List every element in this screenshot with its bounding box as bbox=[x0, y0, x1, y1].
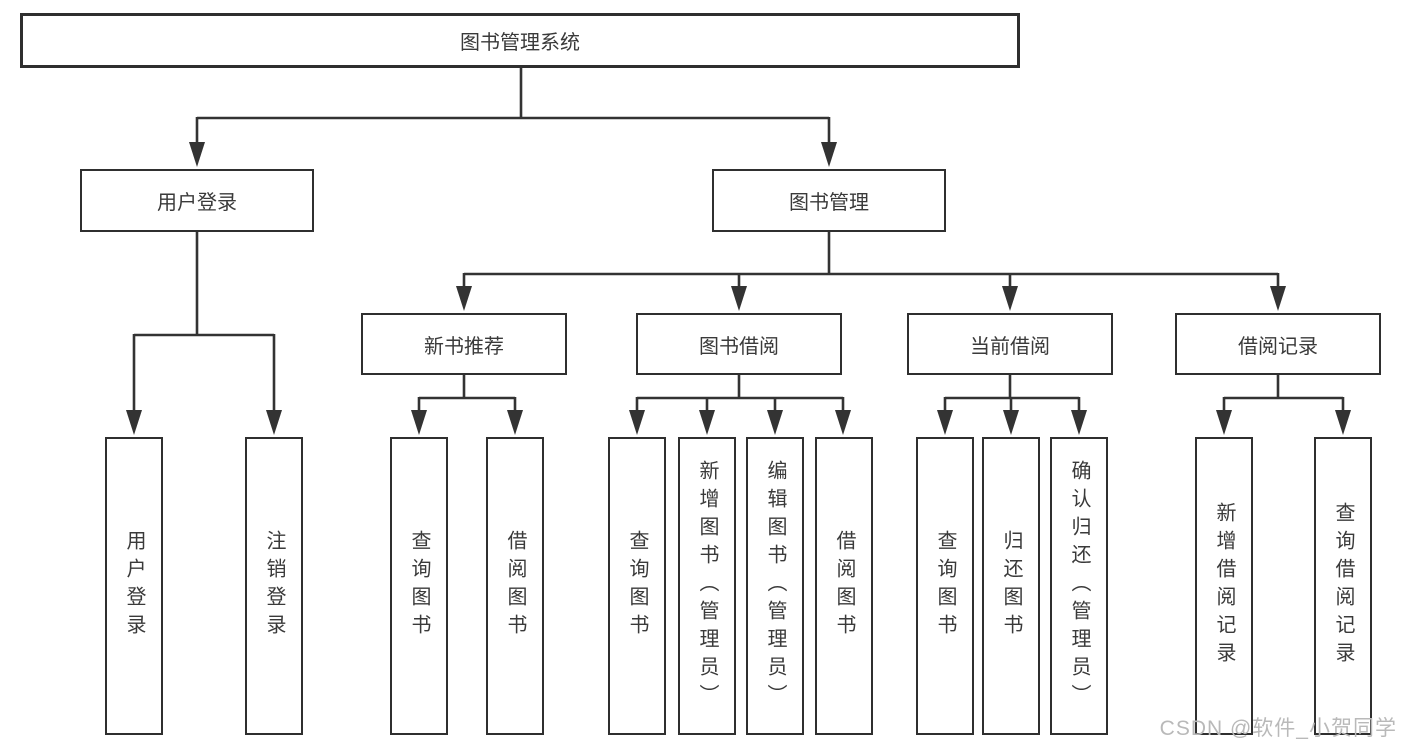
leaf-add-book-admin: 新增图书（管理员） bbox=[678, 437, 736, 735]
leaf-query-borrow-record-label: 查询借阅记录 bbox=[1332, 502, 1354, 670]
leaf-user-login: 用户登录 bbox=[105, 437, 163, 735]
leaf-add-borrow-record: 新增借阅记录 bbox=[1195, 437, 1253, 735]
node-user-login-label: 用户登录 bbox=[157, 192, 237, 214]
leaf-borrow-books-borrowing-label: 借阅图书 bbox=[833, 530, 855, 642]
leaf-logout-label: 注销登录 bbox=[263, 530, 285, 642]
node-new-book-recommend: 新书推荐 bbox=[361, 313, 567, 375]
leaf-borrow-books-borrowing: 借阅图书 bbox=[815, 437, 873, 735]
leaf-query-books-current: 查询图书 bbox=[916, 437, 974, 735]
leaf-user-login-label: 用户登录 bbox=[123, 530, 145, 642]
node-new-book-recommend-label: 新书推荐 bbox=[424, 335, 504, 358]
node-book-management-label: 图书管理 bbox=[789, 192, 869, 214]
node-borrowing-records: 借阅记录 bbox=[1175, 313, 1381, 375]
leaf-edit-book-admin-label: 编辑图书（管理员） bbox=[764, 460, 786, 712]
leaf-return-books-label: 归还图书 bbox=[1000, 530, 1022, 642]
leaf-query-books-borrowing-label: 查询图书 bbox=[626, 530, 648, 642]
leaf-query-books-current-label: 查询图书 bbox=[934, 530, 956, 642]
leaf-query-borrow-record: 查询借阅记录 bbox=[1314, 437, 1372, 735]
leaf-logout: 注销登录 bbox=[245, 437, 303, 735]
node-book-borrowing: 图书借阅 bbox=[636, 313, 842, 375]
leaf-return-books: 归还图书 bbox=[982, 437, 1040, 735]
node-borrowing-records-label: 借阅记录 bbox=[1238, 335, 1318, 358]
csdn-watermark: CSDN @软件_小贺同学 bbox=[1159, 717, 1397, 740]
node-book-management: 图书管理 bbox=[712, 169, 946, 232]
node-current-borrowing-label: 当前借阅 bbox=[970, 335, 1050, 358]
leaf-confirm-return-admin: 确认归还（管理员） bbox=[1050, 437, 1108, 735]
node-library-system: 图书管理系统 bbox=[20, 13, 1020, 68]
leaf-confirm-return-admin-label: 确认归还（管理员） bbox=[1068, 460, 1090, 712]
leaf-add-borrow-record-label: 新增借阅记录 bbox=[1213, 502, 1235, 670]
node-user-login: 用户登录 bbox=[80, 169, 314, 232]
leaf-borrow-books-recommend: 借阅图书 bbox=[486, 437, 544, 735]
leaf-query-books-borrowing: 查询图书 bbox=[608, 437, 666, 735]
leaf-borrow-books-recommend-label: 借阅图书 bbox=[504, 530, 526, 642]
leaf-add-book-admin-label: 新增图书（管理员） bbox=[696, 460, 718, 712]
leaf-edit-book-admin: 编辑图书（管理员） bbox=[746, 437, 804, 735]
leaf-query-books-recommend: 查询图书 bbox=[390, 437, 448, 735]
leaf-query-books-recommend-label: 查询图书 bbox=[408, 530, 430, 642]
node-library-system-label: 图书管理系统 bbox=[460, 32, 580, 54]
node-book-borrowing-label: 图书借阅 bbox=[699, 335, 779, 358]
arrowheads bbox=[126, 142, 1351, 435]
node-current-borrowing: 当前借阅 bbox=[907, 313, 1113, 375]
